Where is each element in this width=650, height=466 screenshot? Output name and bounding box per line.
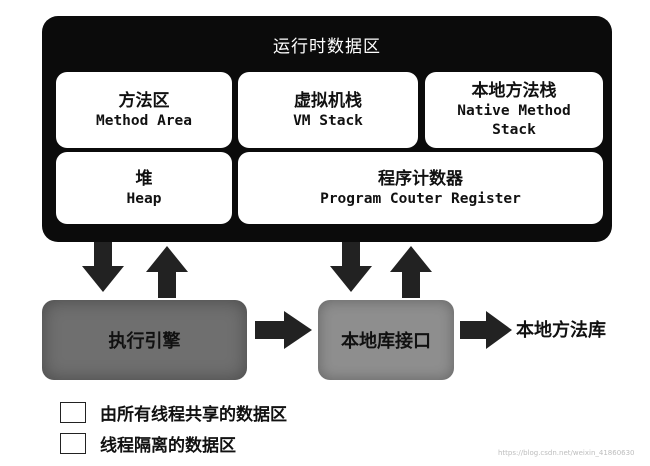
legend-label-isolated: 线程隔离的数据区 — [100, 436, 236, 456]
arrow-engine-to-interface — [255, 311, 312, 349]
vm-stack-box: 虚拟机栈 VM Stack — [238, 72, 418, 148]
pc-register-zh: 程序计数器 — [378, 168, 463, 189]
arrow-down-to-engine — [82, 242, 124, 292]
legend-label-shared: 由所有线程共享的数据区 — [100, 405, 287, 425]
method-area-zh: 方法区 — [118, 90, 170, 111]
arrow-down-to-interface — [330, 242, 372, 292]
heap-en: Heap — [126, 190, 162, 207]
pc-register-box: 程序计数器 Program Couter Register — [238, 152, 603, 224]
vm-stack-en: VM Stack — [293, 112, 363, 129]
native-interface-box: 本地库接口 — [318, 300, 454, 380]
legend-swatch-isolated — [60, 433, 86, 454]
legend-swatch-shared — [60, 402, 86, 423]
runtime-data-area: 运行时数据区 方法区 Method Area 虚拟机栈 VM Stack 本地方… — [42, 16, 612, 242]
runtime-data-area-title: 运行时数据区 — [273, 37, 381, 57]
pc-register-en: Program Couter Register — [320, 190, 521, 207]
arrow-up-from-engine — [146, 246, 188, 298]
heap-box: 堆 Heap — [56, 152, 232, 224]
execution-engine-box: 执行引擎 — [42, 300, 247, 380]
watermark: https://blog.csdn.net/weixin_41860630 — [498, 449, 635, 457]
native-method-stack-box: 本地方法栈 Native Method Stack — [425, 72, 603, 148]
method-area-en: Method Area — [95, 112, 193, 129]
heap-zh: 堆 — [135, 168, 153, 189]
arrow-interface-to-library — [460, 311, 512, 349]
native-interface-label: 本地库接口 — [341, 331, 431, 352]
legend-item-shared: 由所有线程共享的数据区 — [60, 400, 287, 425]
method-area-box: 方法区 Method Area — [56, 72, 232, 148]
native-method-stack-zh: 本地方法栈 — [471, 81, 557, 101]
execution-engine-label: 执行引擎 — [108, 331, 181, 352]
legend-item-isolated: 线程隔离的数据区 — [60, 431, 236, 456]
arrow-up-from-interface — [390, 246, 432, 298]
vm-stack-zh: 虚拟机栈 — [294, 90, 362, 111]
native-method-stack-en: Native Method Stack — [457, 103, 571, 138]
native-library-label: 本地方法库 — [516, 320, 606, 341]
